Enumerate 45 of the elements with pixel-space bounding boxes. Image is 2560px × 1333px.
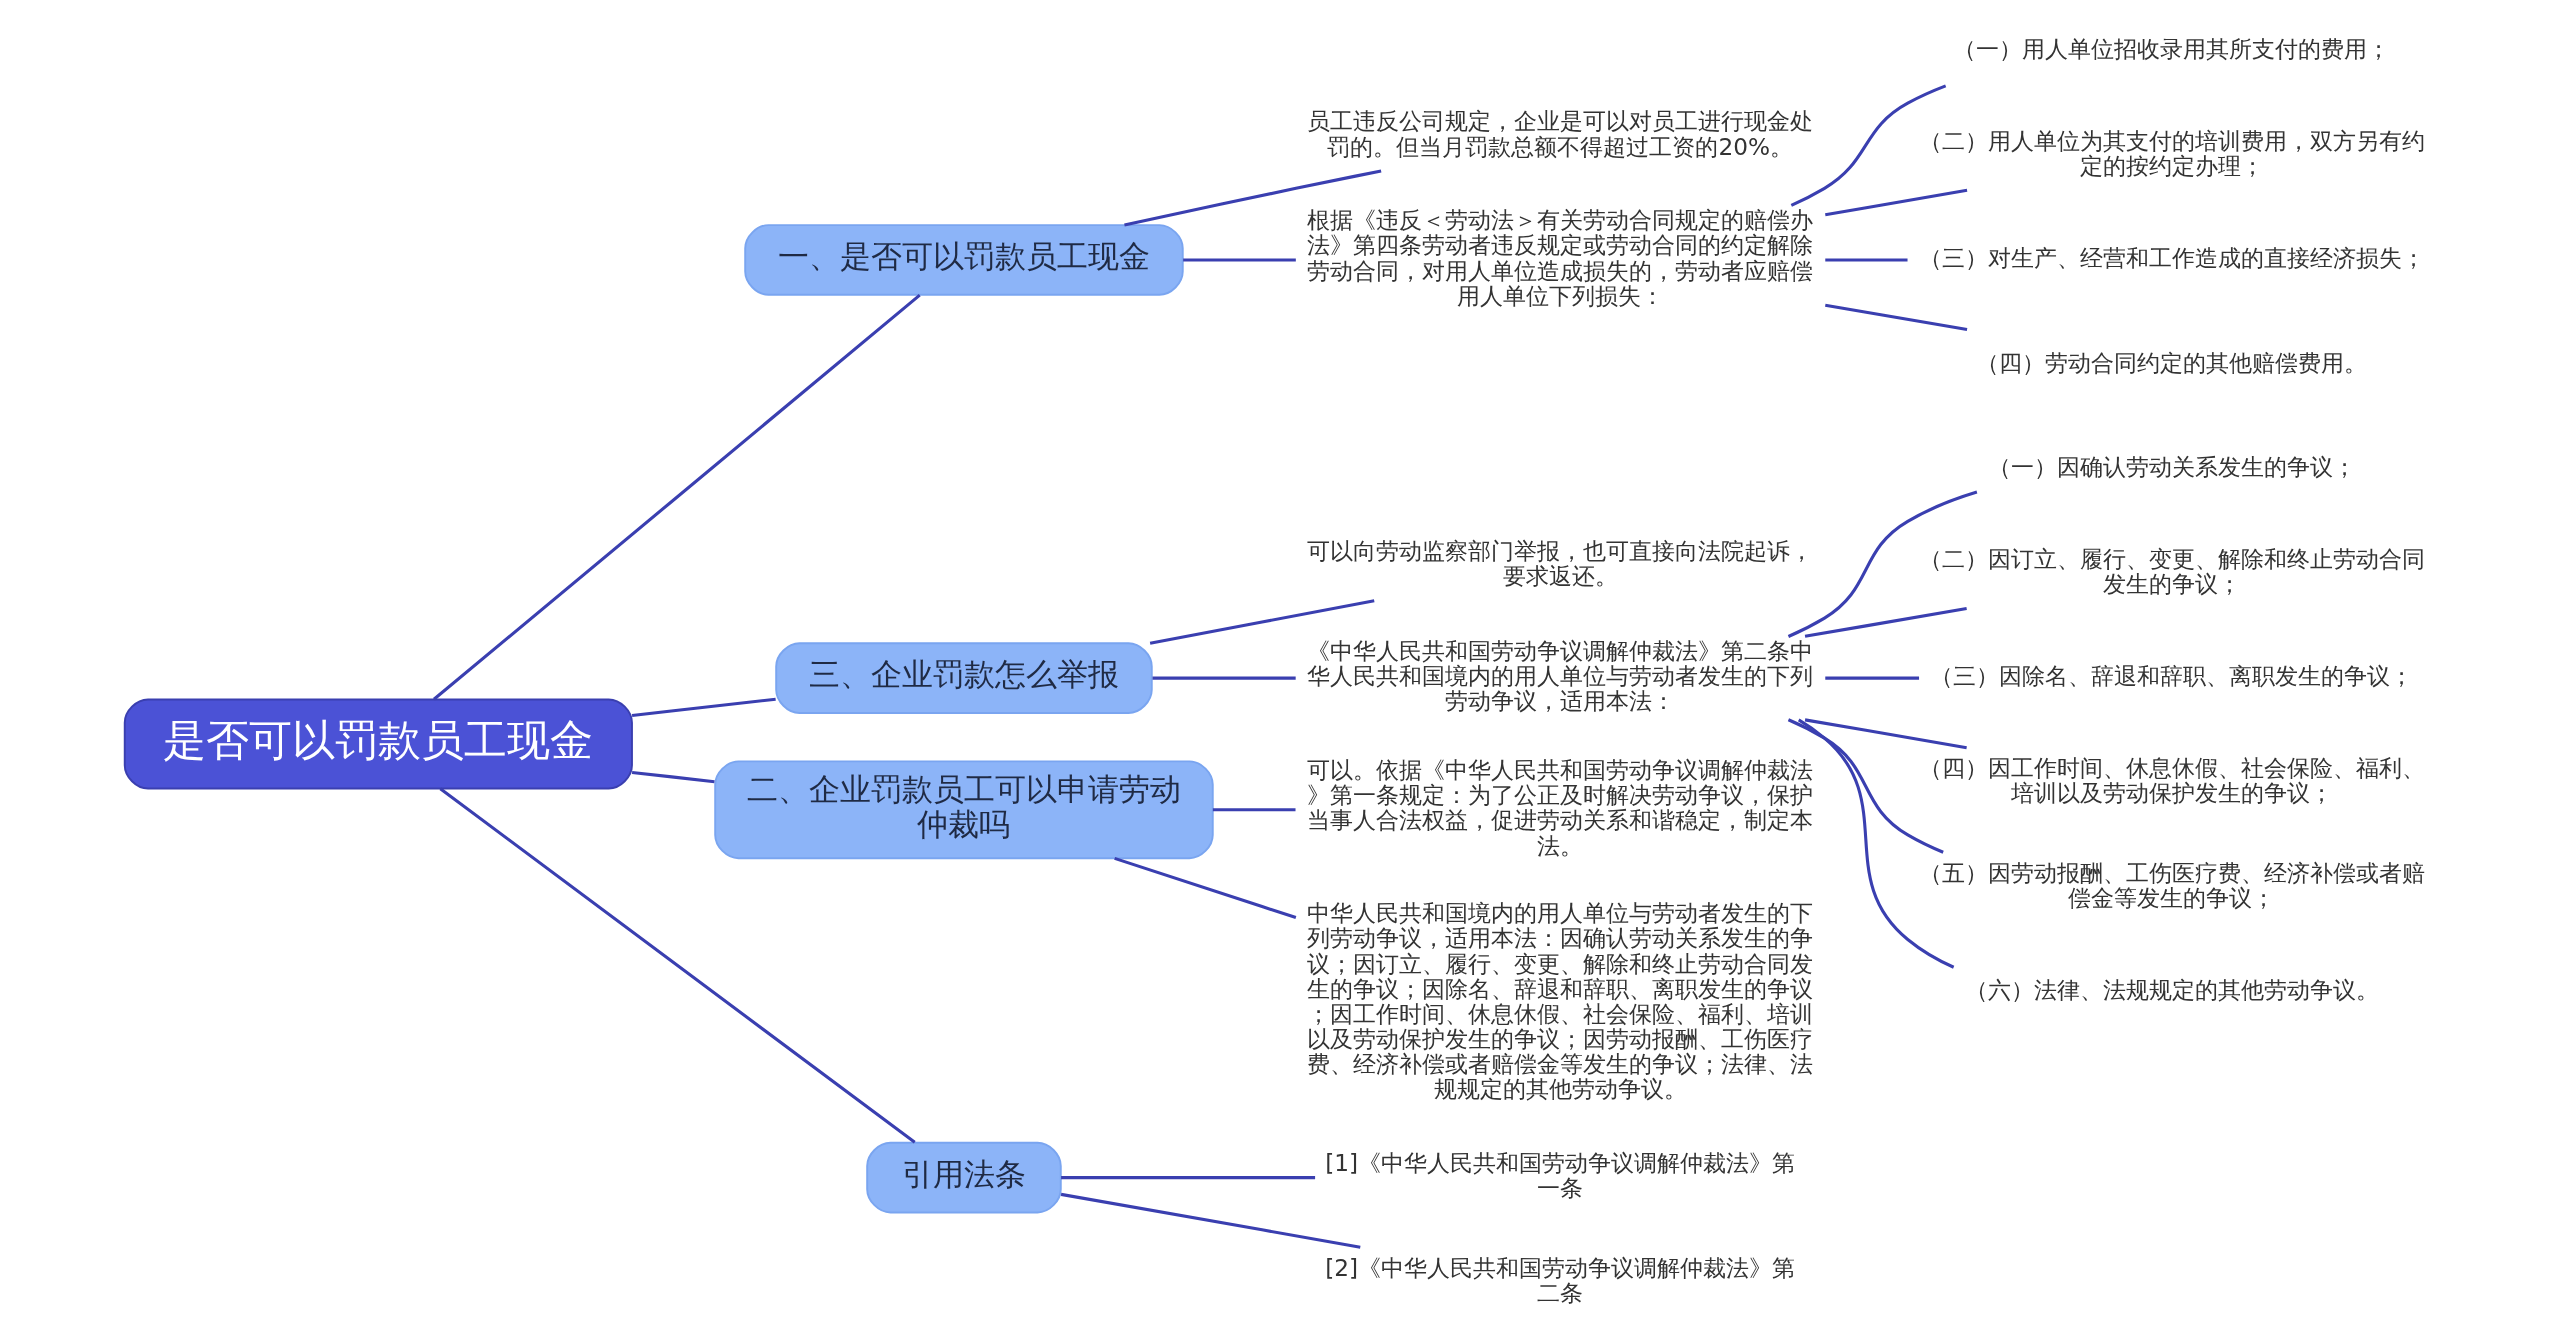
node-text: （六）法律、法规规定的其他劳动争议。 [1964,975,2379,1003]
node-text: [1]《中华人民共和国劳动争议调解仲裁法》第一条 [1324,1149,1795,1202]
node-text: （二）用人单位为其支付的培训费用，双方另有约定的按约定办理； [1918,126,2425,179]
node-text: （一）用人单位招收录用其所支付的费用； [1953,34,2390,62]
connector [438,787,916,1144]
connector [1060,1176,1315,1180]
node-box: 是否可以罚款员工现金 [123,698,633,790]
connector [1797,718,1954,969]
node-text: 员工违反公司规定，企业是可以对员工进行现金处罚的。但当月罚款总额不得超过工资的20%。 [1306,107,1813,160]
node-box: 一、是否可以罚款员工现金 [743,224,1184,296]
connector [1824,303,1967,332]
connector [1804,607,1967,638]
connector [1824,258,1908,262]
node-text: 可以向劳动监察部门举报，也可直接向法院起诉，要求返还。 [1306,537,1813,590]
node-box: 三、企业罚款怎么举报 [774,642,1153,714]
connector [432,293,921,701]
node-text: [2]《中华人民共和国劳动争议调解仲裁法》第二条 [1324,1253,1795,1306]
node-text: （二）因订立、履行、变更、解除和终止劳动合同发生的争议； [1918,544,2425,598]
connector [1790,84,1946,207]
node-text: （四）劳动合同约定的其他赔偿费用。 [1976,348,2367,376]
node-text: 《中华人民共和国劳动争议调解仲裁法》第二条中华人民共和国境内的用人单位与劳动者发生的下列劳动争议，适用本法： [1306,636,1813,715]
connector [1212,808,1295,812]
connector [1152,676,1296,680]
connector [1123,169,1381,227]
connector [1149,599,1375,645]
connector [1824,676,1919,680]
connector [1804,718,1967,750]
connector [1787,718,1944,854]
connector [631,770,715,784]
node-text: 可以。依据《中华人民共和国劳动争议调解仲裁法》第一条规定：为了公正及时解决劳动争议，保护当事人合法权益，促进劳动关系和谐稳定，制定本法。 [1306,756,1813,859]
node-box: 二、企业罚款员工可以申请劳动仲裁吗 [713,760,1214,860]
node-box: 引用法条 [865,1141,1062,1214]
node-text: （三）因除名、辞退和辞职、离职发生的争议； [1930,662,2413,690]
connector [1060,1192,1361,1249]
connector [631,697,776,717]
connector [1113,856,1296,920]
node-text: （三）对生产、经营和工作造成的直接经济损失； [1918,243,2425,271]
node-text: （四）因工作时间、休息休假、社会保险、福利、培训以及劳动保护发生的争议； [1918,754,2425,807]
node-text: 根据《违反＜劳动法＞有关劳动合同规定的赔偿办法》第四条劳动者违反规定或劳动合同的约定解除劳动合同，对用人单位造成损失的，劳动者应赔偿用人单位下列损失： [1306,206,1813,309]
node-text: 中华人民共和国境内的用人单位与劳动者发生的下列劳动争议，适用本法：因确认劳动关系发生的争议；因订立、履行、变更、解除和终止劳动合同发生的争议；因除名、辞退和辞职、离职发生的争议；因工作时间、休息休假、社会保险、福利、培训以及劳动保护发生的争议；因劳动报酬、工伤医疗费、经济补偿或者赔偿金等发生的争议；法律、法规规定的其他劳动争议。 [1306,899,1813,1103]
node-text: （五）因劳动报酬、工伤医疗费、经济补偿或者赔偿金等发生的争议； [1918,858,2425,911]
node-text: （一）因确认劳动关系发生的争议； [1987,453,2356,481]
connector [1824,188,1967,217]
connector [1182,258,1296,262]
connector [1787,490,1977,638]
